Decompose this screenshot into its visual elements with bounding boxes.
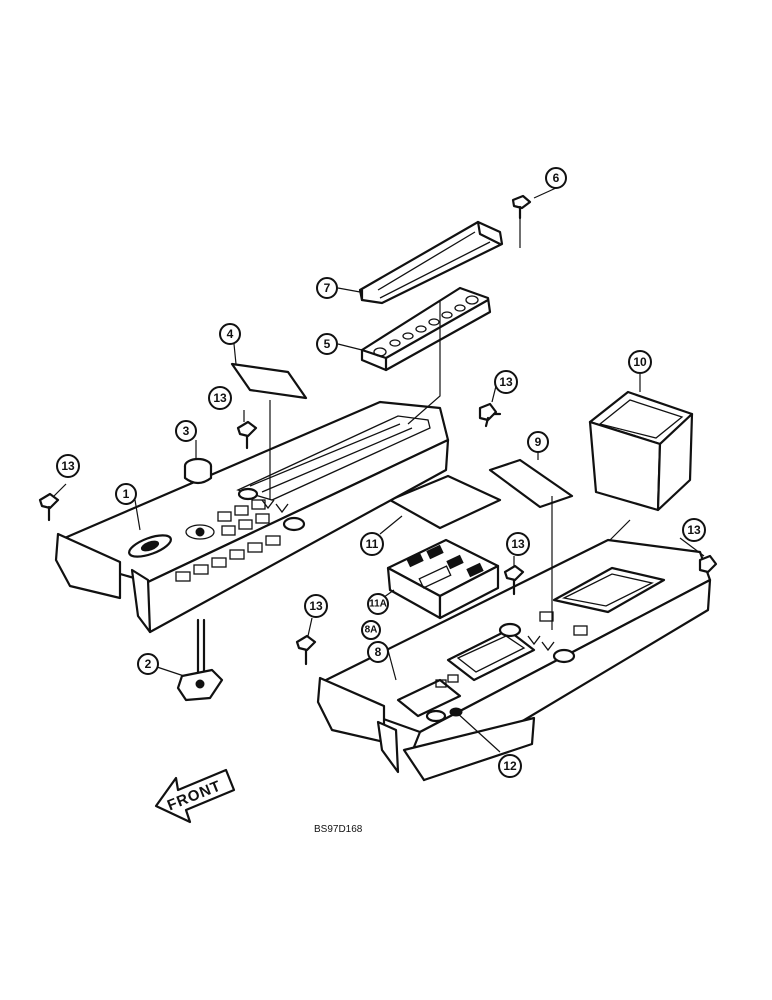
bolt-13-d bbox=[698, 554, 718, 574]
callout-13-c: 13 bbox=[494, 370, 518, 394]
svg-text:11A: 11A bbox=[369, 599, 387, 610]
front-arrow: FRONT bbox=[154, 768, 236, 824]
callout-1: 1 bbox=[115, 483, 137, 505]
callout-11a: 11A bbox=[367, 593, 389, 615]
callout-10: 10 bbox=[628, 350, 652, 374]
bolt-13-a bbox=[38, 492, 60, 522]
callout-4: 4 bbox=[219, 323, 241, 345]
part-10-storage-box bbox=[588, 390, 694, 512]
part-8-right-console bbox=[316, 538, 712, 782]
callout-13-d: 13 bbox=[682, 518, 706, 542]
svg-text:13: 13 bbox=[499, 375, 513, 389]
switch-holes bbox=[373, 295, 479, 357]
svg-text:13: 13 bbox=[61, 459, 75, 473]
callout-13-f: 13 bbox=[304, 594, 328, 618]
callout-9: 9 bbox=[527, 431, 549, 453]
bolt-13-e bbox=[503, 564, 525, 596]
part-3-knob bbox=[183, 457, 213, 485]
part-13-bolts bbox=[38, 402, 718, 666]
svg-text:5: 5 bbox=[324, 337, 331, 351]
callout-2: 2 bbox=[137, 653, 159, 675]
svg-text:13: 13 bbox=[687, 523, 701, 537]
callout-8: 8 bbox=[367, 641, 389, 663]
callout-13-b: 13 bbox=[208, 386, 232, 410]
part-9-label bbox=[488, 458, 574, 509]
svg-text:11: 11 bbox=[366, 537, 379, 551]
bolt-13-f bbox=[295, 634, 317, 666]
svg-text:10: 10 bbox=[633, 355, 647, 369]
svg-text:6: 6 bbox=[553, 171, 560, 185]
part-11-panel-plate bbox=[388, 474, 502, 530]
bolt-13-c bbox=[478, 402, 502, 428]
svg-text:2: 2 bbox=[145, 657, 152, 671]
part-5-switch-panel bbox=[360, 286, 492, 372]
callout-6: 6 bbox=[545, 167, 567, 189]
part-2-actuator bbox=[176, 618, 224, 702]
callout-8a: 8A bbox=[361, 620, 381, 640]
svg-text:3: 3 bbox=[183, 424, 190, 438]
svg-text:12: 12 bbox=[503, 759, 517, 773]
part-1-left-console bbox=[54, 400, 450, 634]
callout-13-a: 13 bbox=[56, 454, 80, 478]
part-6-screw bbox=[511, 194, 532, 220]
leader-lines bbox=[53, 187, 705, 753]
drawing-reference-number: BS97D168 bbox=[314, 824, 363, 835]
svg-text:13: 13 bbox=[213, 391, 227, 405]
svg-text:1: 1 bbox=[123, 487, 130, 501]
part-11a-switch-module bbox=[386, 538, 500, 620]
svg-text:8A: 8A bbox=[365, 625, 378, 636]
svg-text:13: 13 bbox=[511, 537, 525, 551]
callout-13-e: 13 bbox=[506, 532, 530, 556]
part-4-label-strip bbox=[230, 362, 308, 400]
callout-7: 7 bbox=[316, 277, 338, 299]
part-7-top-cover bbox=[358, 220, 504, 305]
callout-12: 12 bbox=[498, 754, 522, 778]
left-switch-grid bbox=[175, 499, 281, 582]
svg-text:8: 8 bbox=[375, 645, 382, 659]
svg-text:4: 4 bbox=[227, 327, 234, 341]
svg-text:7: 7 bbox=[324, 281, 331, 295]
callout-3: 3 bbox=[175, 420, 197, 442]
callout-5: 5 bbox=[316, 333, 338, 355]
bolt-13-b bbox=[236, 420, 258, 450]
callout-11: 11 bbox=[360, 532, 384, 556]
svg-text:13: 13 bbox=[309, 599, 323, 613]
svg-text:9: 9 bbox=[535, 435, 542, 449]
